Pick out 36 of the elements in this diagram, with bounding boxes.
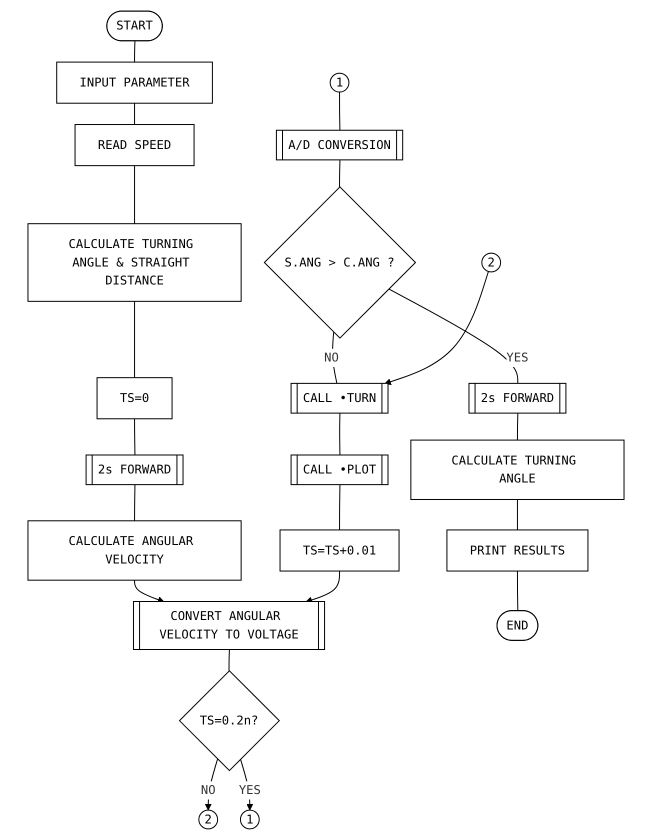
- edge-label: NO: [200, 782, 216, 798]
- connector: [516, 570, 518, 612]
- node-circle: 2: [481, 252, 502, 272]
- connector: [134, 484, 136, 522]
- connector: [388, 288, 518, 384]
- edge-label: YES: [238, 782, 261, 798]
- arrow: [134, 580, 164, 603]
- node-box: PRINT RESULTS: [446, 529, 588, 572]
- node-box: CALCULATE ANGULAR VELOCITY: [27, 520, 242, 581]
- node-diamond: TS=0.2n?: [178, 670, 280, 772]
- arrow: [384, 270, 489, 385]
- connector: [134, 40, 136, 63]
- edge-label: NO: [324, 350, 339, 365]
- connector: [339, 484, 340, 530]
- node-circle: 1: [330, 72, 350, 93]
- node-box: READ SPEED: [74, 124, 195, 166]
- connector: [339, 160, 340, 188]
- connector: [134, 165, 136, 224]
- node-diamond: S.ANG > C.ANG ?: [264, 186, 416, 339]
- connector: [339, 92, 340, 132]
- node-circle: 1: [240, 810, 260, 830]
- connector: [134, 300, 136, 378]
- connector: [134, 102, 136, 126]
- connector: [516, 498, 518, 530]
- node-box: INPUT PARAMETER: [56, 62, 213, 104]
- connector: [228, 649, 230, 672]
- arrow: [306, 570, 340, 604]
- node-box: CALCULATE TURNING ANGLE: [410, 440, 625, 500]
- node-box: TS=0: [96, 377, 173, 420]
- node-box: CALCULATE TURNING ANGLE & STRAIGHT DISTANCE: [27, 223, 242, 302]
- node-box: TS=TS+0.01: [280, 529, 400, 572]
- connector: [339, 412, 340, 456]
- connector: [134, 418, 136, 456]
- edge-label: YES: [506, 350, 528, 365]
- node-circle: 2: [198, 810, 218, 830]
- connector: [516, 412, 518, 441]
